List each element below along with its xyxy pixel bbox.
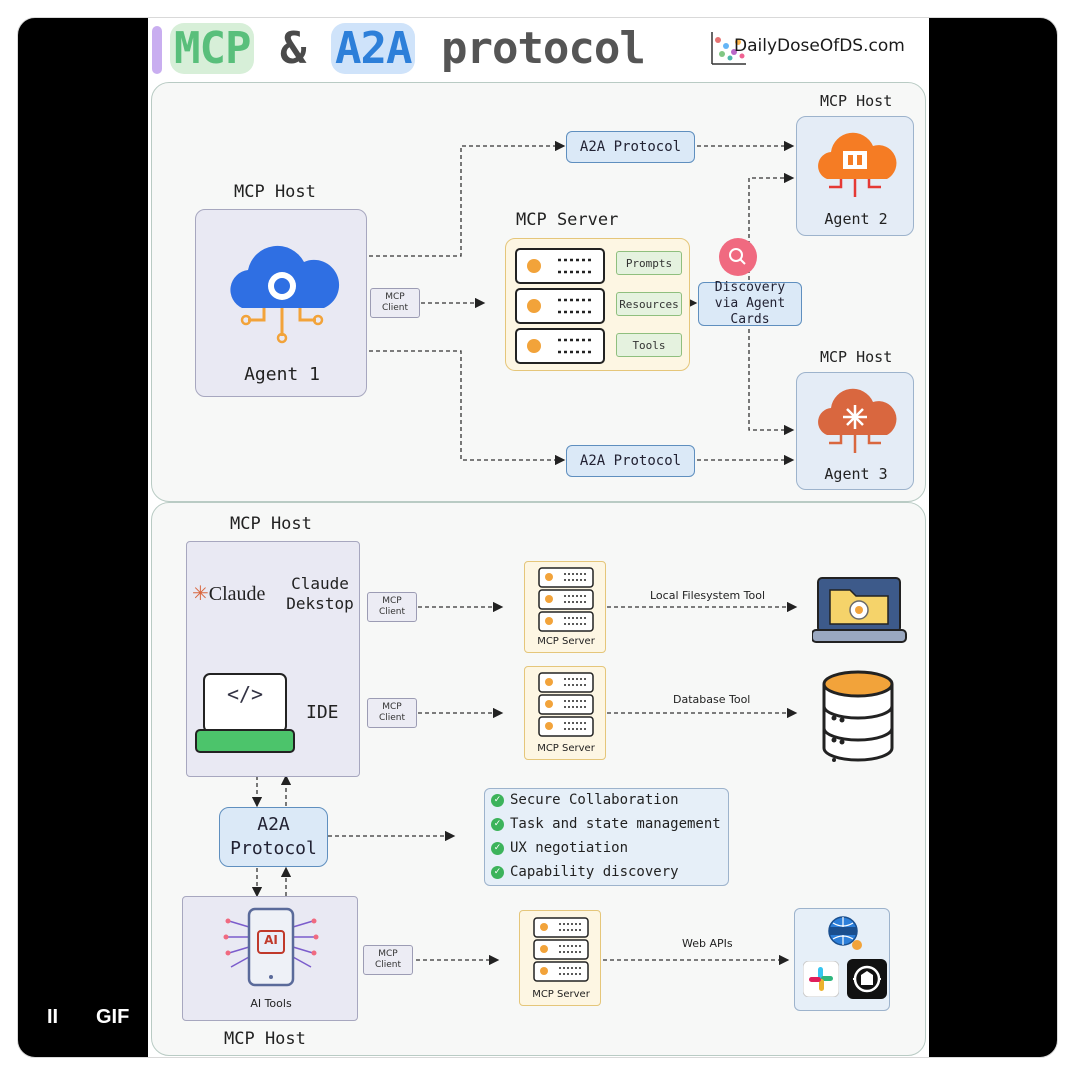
title-amp: & — [279, 23, 306, 74]
web-apis-card — [794, 908, 890, 1011]
tool-2-label: Database Tool — [673, 693, 751, 706]
bottom-host-label-bottom: MCP Host — [224, 1029, 306, 1049]
a2a-protocol-top: A2A Protocol — [566, 131, 695, 163]
feature-task-state: ✓Task and state management — [491, 816, 735, 832]
ai-tools-label: AI Tools — [250, 997, 292, 1010]
bottom-host-label-top: MCP Host — [230, 514, 312, 534]
check-icon: ✓ — [491, 841, 504, 855]
server-item-tools: Tools — [616, 333, 682, 357]
agent3-host-label: MCP Host — [820, 348, 893, 366]
title-accent-bar — [152, 26, 162, 74]
a2a-features-card — [484, 788, 729, 886]
ide-label: IDE — [306, 702, 339, 723]
mcp-server-card: Prompts Resources Tools — [505, 238, 690, 371]
claude-mcp-client: MCP Client — [367, 592, 417, 622]
tool-3-label: Web APIs — [682, 937, 733, 950]
ai-phone-icon — [223, 907, 319, 987]
mcp-server-2-label: MCP Server — [537, 743, 595, 754]
tool-1-label: Local Filesystem Tool — [650, 589, 766, 602]
mcp-server-1: MCP Server — [524, 561, 606, 653]
search-icon — [719, 238, 757, 276]
feature-ux-negotiation: ✓UX negotiation — [491, 840, 735, 856]
media-frame: MCP & A2A protocol DailyDoseOfDS.com — [17, 17, 1058, 1058]
server-3-icon — [533, 917, 589, 982]
agent1-card: Agent 1 — [195, 209, 367, 397]
ide-laptop-icon — [195, 673, 295, 753]
mistral-cloud-icon — [818, 132, 897, 197]
agent2-label: Agent 2 — [824, 210, 888, 228]
title-protocol: protocol — [440, 23, 646, 74]
agent1-host-label: MCP Host — [234, 182, 316, 202]
globe-icon — [828, 916, 862, 950]
ide-mcp-client: MCP Client — [367, 698, 417, 728]
mcp-server-2: MCP Server — [524, 666, 606, 760]
server-2-icon — [538, 672, 594, 737]
mcp-server-3-label: MCP Server — [532, 989, 590, 1000]
agent2-card: Agent 2 — [796, 116, 914, 236]
pause-button[interactable]: II — [47, 1006, 59, 1028]
check-icon: ✓ — [491, 817, 504, 831]
ai-tools-host-card: AI AI Tools — [182, 896, 358, 1021]
server-item-prompts: Prompts — [616, 251, 682, 275]
agent1-label: Agent 1 — [244, 364, 320, 385]
server-1-icon — [538, 567, 594, 632]
ai-badge: AI — [264, 933, 278, 947]
github-icon — [847, 959, 887, 999]
diagram-title: MCP & A2A protocol — [170, 20, 646, 78]
claude-asterisk-icon: ✳ — [192, 583, 209, 605]
feature-secure-collaboration: ✓Secure Collaboration — [491, 792, 735, 808]
claude-logo: ✳Claude — [192, 583, 266, 605]
check-icon: ✓ — [491, 865, 504, 879]
feature-capability-discovery: ✓Capability discovery — [491, 864, 735, 880]
title-mcp: MCP — [170, 23, 255, 74]
title-a2a: A2A — [330, 23, 416, 74]
a2a-protocol-center: A2A Protocol — [219, 807, 328, 867]
agent1-mcp-client: MCP Client — [370, 288, 420, 318]
filesystem-laptop-icon — [812, 577, 907, 643]
slack-icon — [803, 961, 839, 997]
deepseek-cloud-icon — [230, 245, 340, 344]
ide-code-glyph: </> — [226, 682, 264, 706]
claude-desktop-label: Claude Dekstop — [286, 574, 354, 613]
mcp-server-1-label: MCP Server — [537, 636, 595, 647]
agent3-card: Agent 3 — [796, 372, 914, 490]
discovery-agent-cards: Discovery via Agent Cards — [698, 280, 802, 327]
brand-name: DailyDoseOfDS.com — [734, 36, 905, 56]
agent3-label: Agent 3 — [824, 465, 888, 483]
diagram-canvas: MCP & A2A protocol DailyDoseOfDS.com — [148, 18, 929, 1057]
ai-tools-mcp-client: MCP Client — [363, 945, 413, 975]
database-icon — [822, 670, 894, 762]
mcp-server-label: MCP Server — [516, 210, 619, 230]
server-rack-icon — [515, 248, 605, 364]
claude-cloud-icon — [818, 388, 897, 453]
server-item-resources: Resources — [616, 292, 682, 316]
brand-logo-icon — [711, 32, 746, 65]
a2a-protocol-bottom: A2A Protocol — [566, 445, 695, 477]
mcp-server-3: MCP Server — [519, 910, 601, 1006]
gif-badge[interactable]: GIF — [96, 1006, 130, 1028]
agent2-host-label: MCP Host — [820, 92, 893, 110]
check-icon: ✓ — [491, 793, 504, 807]
